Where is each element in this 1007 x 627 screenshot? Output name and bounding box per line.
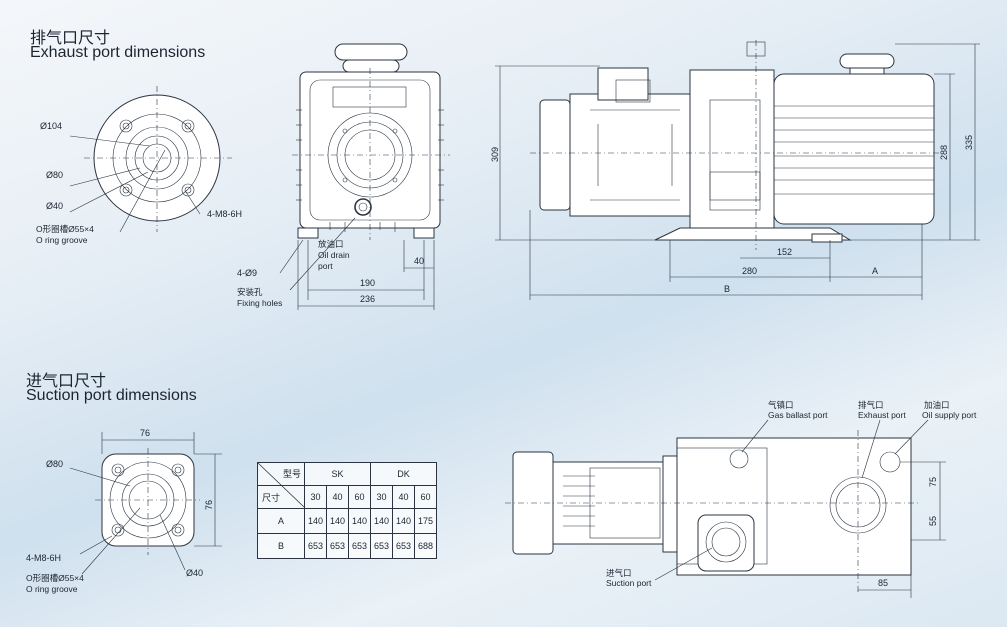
label-d40-exhaust: Ø40 [46,201,63,211]
pump-side-view [495,40,980,300]
dim-a: A [872,266,878,276]
table-cell: 140 [304,508,327,534]
table-row: A 140 140 140 140 140 175 [257,508,437,534]
label-d80-suction: Ø80 [46,459,63,469]
table-corner-top: 型号 [282,469,301,479]
table-size: 60 [348,485,371,509]
table-group-sk: SK [304,462,371,486]
table-size: 30 [370,485,393,509]
dim-76-vertical: 76 [204,500,214,510]
label-drain-en1: Oil drain [318,250,350,260]
label-fixing-cn: 安装孔 [237,287,263,297]
dim-335: 335 [964,135,974,150]
table-row-label: A [257,508,305,534]
dim-40: 40 [414,256,424,266]
label-oil-supply-cn: 加油口 [924,400,950,410]
dim-85: 85 [878,578,888,588]
label-oring-en-suction: O ring groove [26,584,78,594]
dim-309: 309 [490,147,500,162]
table-row-label: B [257,533,305,559]
table-cell: 140 [348,508,371,534]
label-exhaust-port-cn: 排气口 [858,400,884,410]
label-suction-port-cn: 进气口 [606,568,632,578]
label-suction-port-en: Suction port [606,578,652,588]
table-corner-bottom: 尺寸 [262,492,281,503]
table-cell: 140 [370,508,393,534]
exhaust-title-en: Exhaust port dimensions [30,44,206,61]
suction-title-en: Suction port dimensions [26,387,197,404]
table-cell: 653 [348,533,371,559]
dim-76-horizontal: 76 [140,428,150,438]
pump-front-view [279,43,450,310]
dim-55: 55 [928,516,938,526]
label-gas-ballast-cn: 气镇口 [768,400,794,410]
label-holes: 4-Ø9 [237,268,257,278]
label-oring-cn-suction: O形圈槽Ø55×4 [26,573,84,583]
dim-b: B [724,284,730,294]
dim-280: 280 [742,266,757,276]
suction-flange [69,432,222,575]
dim-288: 288 [939,145,949,160]
label-m8-exhaust: 4-M8-6H [207,209,242,219]
dimension-table: 型号 SK DK 尺寸 30 40 60 30 40 60 A 140 140 … [257,462,437,559]
dim-190: 190 [360,278,375,288]
table-size: 40 [392,485,415,509]
table-cell: 140 [392,508,415,534]
table-group-dk: DK [370,462,437,486]
suction-title-cn: 进气口尺寸 [26,373,107,390]
table-size: 30 [304,485,327,509]
label-d80-exhaust: Ø80 [46,170,63,180]
label-m8-suction: 4-M8-6H [26,553,61,563]
label-oil-supply-en: Oil supply port [922,410,977,420]
exhaust-title-cn: 排气口尺寸 [30,30,111,47]
label-drain-cn: 放油口 [318,239,344,249]
dim-152: 152 [777,247,792,257]
label-oring-cn-exhaust: O形圈槽Ø55×4 [36,224,94,234]
table-cell: 175 [414,508,437,534]
label-d104: Ø104 [40,121,62,131]
label-oring-en-exhaust: O ring groove [36,235,88,245]
table-row: B 653 653 653 653 653 688 [257,533,437,559]
label-drain-en2: port [318,261,333,271]
table-cell: 653 [370,533,393,559]
table-cell: 653 [304,533,327,559]
label-exhaust-port-en: Exhaust port [858,410,906,420]
label-fixing-en: Fixing holes [237,298,282,308]
table-cell: 653 [326,533,349,559]
label-gas-ballast-en: Gas ballast port [768,410,828,420]
pump-top-view [505,419,946,598]
table-cell: 140 [326,508,349,534]
dim-236: 236 [360,294,375,304]
table-corner-bottom-cell: 尺寸 [257,485,305,509]
label-d40-suction: Ø40 [186,568,203,578]
exhaust-flange [69,86,232,233]
table-size: 40 [326,485,349,509]
table-cell: 688 [414,533,437,559]
dim-75: 75 [928,477,938,487]
table-corner: 型号 [257,462,305,508]
table-cell: 653 [392,533,415,559]
table-size: 60 [414,485,437,509]
